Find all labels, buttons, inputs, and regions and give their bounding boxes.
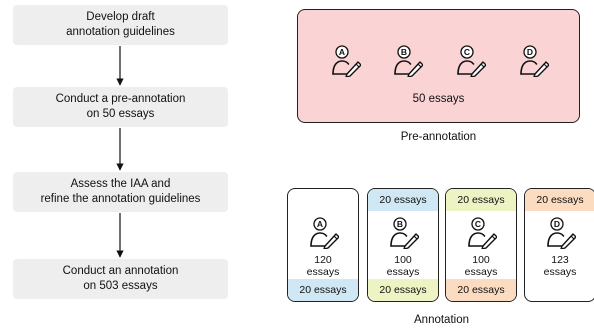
annotator-d-icon: D (546, 215, 577, 250)
card-b-bottom-strip: 20 essays (368, 279, 438, 301)
annotator-b-icon: B (389, 215, 420, 250)
annotator-b-icon: B (393, 43, 424, 78)
pre-annotation-box: A B C D 50 essays (297, 9, 580, 123)
annotation-card-d: 20 essays D 123 essays (524, 188, 594, 302)
flow-step-pre-annotation: Conduct a pre-annotation on 50 essays (13, 87, 228, 127)
annotation-card-b: 20 essays B 100 essays 20 essays (367, 188, 439, 302)
svg-text:C: C (464, 47, 470, 57)
annotator-c-icon: C (467, 215, 498, 250)
annotation-card-c: 20 essays C 100 essays 20 essays (445, 188, 517, 302)
card-a-essays: 120 essays (306, 254, 340, 278)
svg-text:A: A (339, 47, 345, 57)
card-c-essays: 100 essays (464, 254, 498, 278)
card-d-essays: 123 essays (543, 254, 577, 278)
flow-step-assess-iaa: Assess the IAA and refine the annotation… (13, 172, 228, 212)
annotator-d-icon: D (519, 43, 550, 78)
svg-text:C: C (475, 219, 481, 229)
annotator-c-icon: C (456, 43, 487, 78)
annotation-card-a: A 120 essays 20 essays (287, 188, 359, 302)
svg-text:B: B (401, 47, 407, 57)
card-c-top-strip: 20 essays (446, 189, 516, 211)
pre-annotation-caption: Pre-annotation (400, 131, 477, 143)
svg-text:B: B (397, 219, 403, 229)
svg-text:D: D (527, 47, 533, 57)
flow-step-annotation: Conduct an annotation on 503 essays (13, 259, 228, 299)
card-b-essays: 100 essays (386, 254, 420, 278)
pre-annotation-essays: 50 essays (412, 93, 465, 105)
svg-text:A: A (317, 219, 323, 229)
svg-text:D: D (554, 219, 560, 229)
annotator-a-icon: A (309, 215, 340, 250)
flow-step-draft-guidelines: Develop draft annotation guidelines (13, 5, 228, 45)
annotation-caption: Annotation (414, 314, 469, 326)
card-d-top-strip: 20 essays (525, 189, 594, 211)
card-a-bottom-strip: 20 essays (288, 279, 358, 301)
annotator-a-icon: A (331, 43, 362, 78)
card-c-bottom-strip: 20 essays (446, 279, 516, 301)
card-b-top-strip: 20 essays (368, 189, 438, 211)
